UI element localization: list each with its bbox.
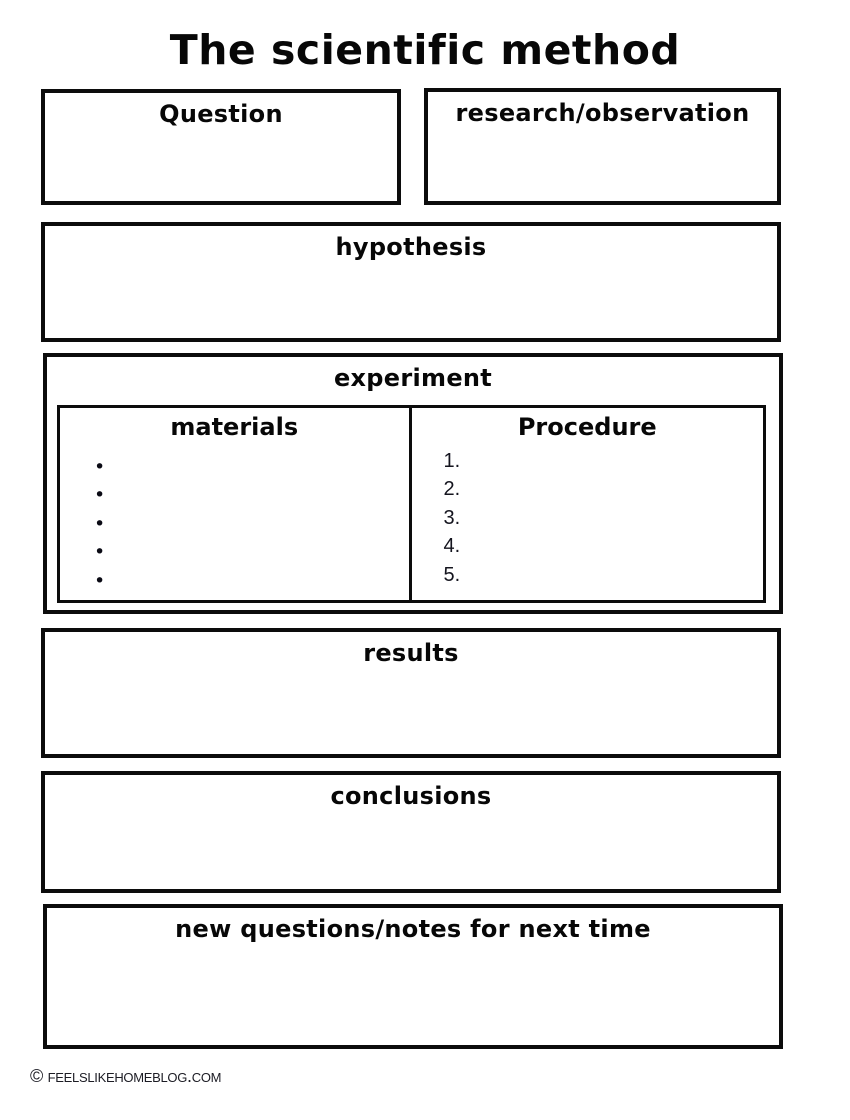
experiment-box: experiment materials • • • • • Procedure… [43, 353, 783, 614]
procedure-number-row: 3. [443, 506, 461, 529]
hypothesis-box: hypothesis [41, 222, 781, 342]
materials-bullet-row: • [94, 539, 409, 568]
conclusions-label: conclusions [330, 782, 492, 810]
materials-bullet-row: • [94, 482, 409, 511]
hypothesis-label: hypothesis [335, 233, 487, 261]
procedure-number-row: 4. [443, 535, 461, 558]
research-observation-box: research/observation [424, 88, 781, 205]
research-observation-label: research/observation [455, 99, 750, 127]
bullet-icon: • [94, 455, 106, 478]
bullet-icon: • [94, 541, 106, 564]
new-questions-label: new questions/notes for next time [175, 915, 651, 943]
copyright-notice: © feelslikehomeblog.com [30, 1066, 222, 1086]
experiment-label: experiment [333, 364, 493, 392]
materials-bullet-row: • [94, 453, 409, 482]
procedure-number-list: 1. 2. 3. 4. 5. [444, 447, 764, 590]
procedure-number-row: 5. [443, 563, 461, 586]
materials-bullet-row: • [94, 567, 409, 596]
bullet-icon: • [94, 569, 106, 592]
procedure-label: Procedure [517, 413, 657, 441]
materials-column: materials • • • • • [60, 408, 412, 600]
procedure-number-row: 1. [443, 449, 461, 472]
question-box: Question [41, 89, 401, 205]
new-questions-box: new questions/notes for next time [43, 904, 783, 1049]
experiment-table: materials • • • • • Procedure 1. 2. 3. 4… [57, 405, 766, 603]
page-title: The scientific method [169, 26, 681, 74]
question-label: Question [159, 100, 283, 128]
results-box: results [41, 628, 781, 758]
conclusions-box: conclusions [41, 771, 781, 893]
materials-bullet-list: • • • • • [94, 453, 409, 596]
materials-bullet-row: • [94, 510, 409, 539]
procedure-column: Procedure 1. 2. 3. 4. 5. [412, 408, 764, 600]
bullet-icon: • [94, 484, 106, 507]
procedure-number-row: 2. [443, 478, 461, 501]
results-label: results [363, 639, 459, 667]
materials-label: materials [170, 413, 299, 441]
bullet-icon: • [94, 512, 106, 535]
